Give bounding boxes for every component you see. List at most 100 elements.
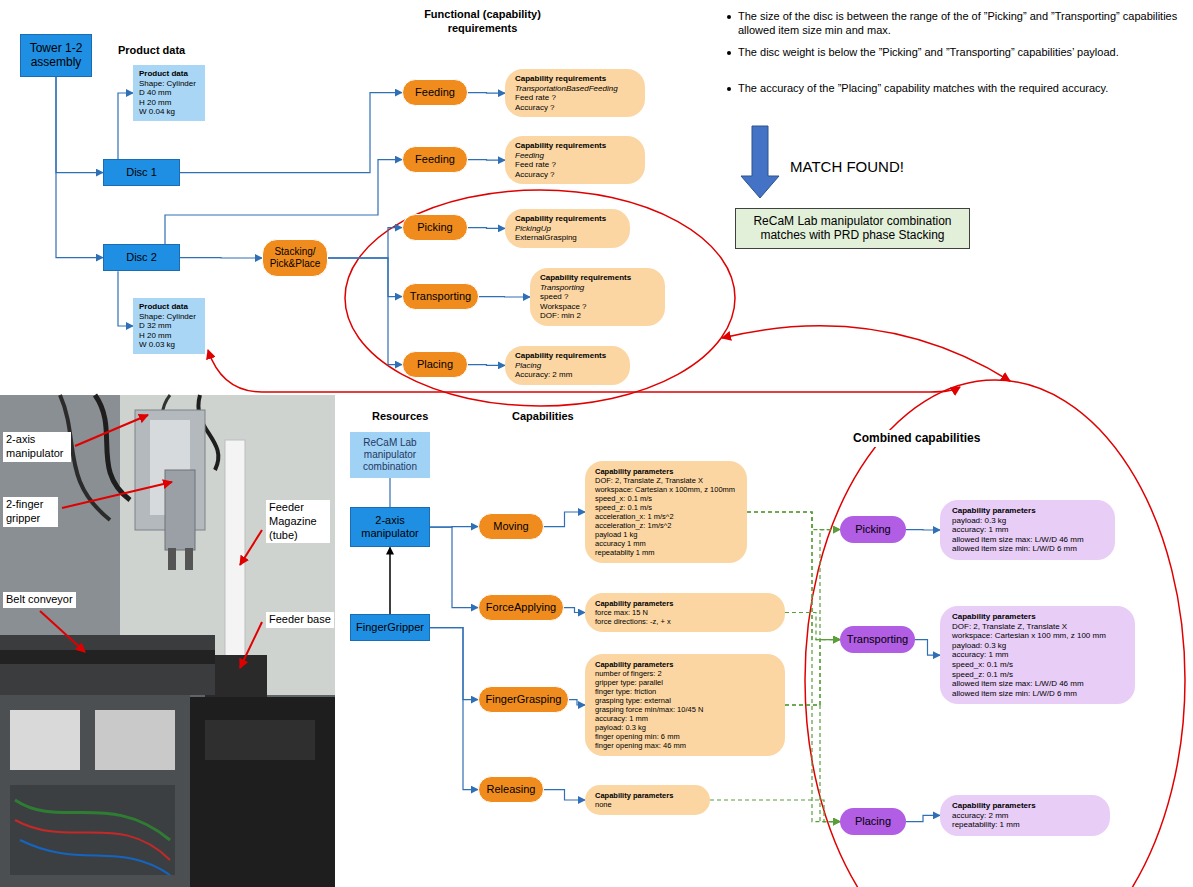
connector-arrow bbox=[56, 77, 103, 173]
node-text: Accuracy ? bbox=[515, 103, 635, 113]
node-text: Capability requirements bbox=[515, 74, 635, 84]
combined-ellipse bbox=[805, 380, 1185, 887]
node-text: Transporting bbox=[409, 290, 472, 303]
data-box: Product dataShape: CylinderD 32 mmH 20 m… bbox=[133, 298, 205, 354]
requirement-bubble: Capability requirementsPickingUpExternal… bbox=[505, 209, 630, 248]
node-text: accuracy: 1 mm bbox=[595, 714, 775, 723]
node-text: 2-axis manipulator bbox=[355, 514, 425, 540]
connector-arrow bbox=[389, 547, 391, 614]
node-text: speed_z: 0.1 m/s bbox=[595, 503, 737, 512]
node-text: Capability parameters bbox=[595, 467, 737, 476]
callout-label: Belt conveyor bbox=[3, 592, 76, 608]
connector-arrow bbox=[56, 77, 103, 258]
node-text: Capability requirements bbox=[515, 351, 620, 361]
function-pill: Moving bbox=[478, 513, 544, 540]
connector-arrow bbox=[906, 529, 940, 531]
node-text: repeatablity 1 mm bbox=[595, 548, 737, 557]
node-text: Placing bbox=[515, 361, 620, 371]
callout-label: 2-axis manipulator bbox=[3, 432, 71, 462]
bullet-note: The disc weight is below the ”Picking” a… bbox=[738, 46, 1183, 60]
node-text: Feeding bbox=[515, 151, 635, 161]
node-text: finger opening max: 46 mm bbox=[595, 741, 775, 750]
node-text: allowed item size min: L/W/D 6 mm bbox=[952, 689, 1123, 699]
node-text: Capability parameters bbox=[595, 660, 775, 669]
match-ellipse bbox=[345, 190, 735, 406]
node-text: W 0.04 kg bbox=[139, 107, 199, 117]
node-text: Shape: Cylinder bbox=[139, 79, 199, 89]
node-text: Workspace ? bbox=[540, 302, 655, 312]
dashed-connector bbox=[710, 800, 840, 822]
data-box: Product dataShape: CylinderD 40 mmH 20 m… bbox=[133, 65, 205, 121]
connector-arrow bbox=[544, 790, 585, 800]
node-text: repeatability: 1 mm bbox=[952, 820, 1098, 830]
node-text: allowed item size min: L/W/D 6 mm bbox=[952, 544, 1103, 554]
result-arrow bbox=[741, 126, 779, 198]
node-text: finger type: friction bbox=[595, 687, 775, 696]
node-text: payload: 0.3 kg bbox=[952, 516, 1103, 526]
node-text: grasping type: external bbox=[595, 696, 775, 705]
node-text: speed ? bbox=[540, 292, 655, 302]
node-text: Feeding bbox=[409, 86, 461, 99]
entity-box: 2-axis manipulator bbox=[350, 507, 430, 547]
node-text: ReCaM Lab manipulator combination bbox=[353, 437, 427, 473]
node-text: DOF: 2, Translate Z, Translate X bbox=[595, 476, 737, 485]
requirement-bubble: Capability requirementsPlacingAccuracy: … bbox=[505, 346, 630, 385]
function-pill: Placing bbox=[402, 351, 468, 378]
node-text: acceleration_x: 1 m/s^2 bbox=[595, 512, 737, 521]
node-text: payload 1 kg bbox=[595, 530, 737, 539]
lab-photo bbox=[0, 395, 335, 887]
connector-arrow bbox=[328, 258, 402, 297]
combined-parameter-bubble: Capability parameterspayload: 0.3 kgaccu… bbox=[940, 500, 1115, 560]
dashed-connector bbox=[785, 530, 840, 705]
node-text: force directions: -z, + x bbox=[595, 617, 775, 626]
bullet-dot bbox=[727, 51, 731, 55]
connector-arrow bbox=[118, 93, 133, 159]
function-pill: Stacking/ Pick&Place bbox=[262, 239, 328, 277]
node-text: acceleration_z: 1m/s^2 bbox=[595, 521, 737, 530]
entity-box: Disc 2 bbox=[103, 244, 180, 271]
connector-arrow bbox=[430, 628, 478, 790]
node-text: Picking bbox=[846, 523, 900, 536]
node-text: Capability parameters bbox=[595, 791, 700, 800]
node-text: allowed item size max: L/W/D 46 mm bbox=[952, 535, 1103, 545]
node-text: finger opening min: 6 mm bbox=[595, 732, 775, 741]
section-heading: Capabilities bbox=[512, 410, 574, 424]
node-text: Capability requirements bbox=[540, 273, 655, 283]
combined-parameter-bubble: Capability parametersDOF: 2, Translate Z… bbox=[940, 606, 1135, 704]
combined-parameter-bubble: Capability parametersaccuracy: 2 mmrepea… bbox=[940, 795, 1110, 836]
node-text: Releasing bbox=[485, 783, 537, 796]
bullet-note: The size of the disc is between the rang… bbox=[738, 10, 1183, 38]
section-heading: Functional (capability) requirements bbox=[395, 8, 570, 36]
connector-arrow bbox=[328, 258, 402, 365]
connector-arrow bbox=[328, 228, 402, 258]
connector-arrow bbox=[468, 159, 505, 161]
connector-arrow bbox=[468, 364, 505, 366]
node-text: speed_x: 0.1 m/s bbox=[952, 660, 1123, 670]
entity-box: FingerGripper bbox=[350, 614, 430, 641]
resource-box: ReCaM Lab manipulator combination bbox=[350, 432, 430, 478]
node-text: none bbox=[595, 800, 700, 809]
parameter-bubble: Capability parametersforce max: 15 Nforc… bbox=[585, 593, 785, 632]
dashed-connector bbox=[785, 640, 840, 705]
node-text: Tower 1-2 assembly bbox=[25, 41, 87, 70]
connector-arrow bbox=[569, 700, 585, 705]
node-text: D 40 mm bbox=[139, 88, 199, 98]
connector-arrow bbox=[118, 271, 133, 326]
section-heading: Product data bbox=[118, 44, 185, 58]
node-text: Placing bbox=[846, 815, 900, 828]
node-text: DOF: min 2 bbox=[540, 311, 655, 321]
connector-arrow bbox=[906, 815, 940, 821]
node-text: Capability parameters bbox=[952, 612, 1123, 622]
node-text: Capability parameters bbox=[952, 801, 1098, 811]
photo-callout-arrows bbox=[40, 415, 262, 668]
node-text: accuracy: 2 mm bbox=[952, 811, 1098, 821]
node-text: accuracy 1 mm bbox=[595, 539, 737, 548]
function-pill: Transporting bbox=[402, 283, 479, 310]
node-text: H 20 mm bbox=[139, 98, 199, 108]
callout-label: Feeder base bbox=[266, 612, 334, 628]
function-pill: Picking bbox=[402, 214, 468, 241]
section-heading: Resources bbox=[372, 410, 428, 424]
node-text: Shape: Cylinder bbox=[139, 312, 199, 322]
node-text: payload: 0.3 kg bbox=[595, 723, 775, 732]
function-pill: Feeding bbox=[402, 146, 468, 173]
